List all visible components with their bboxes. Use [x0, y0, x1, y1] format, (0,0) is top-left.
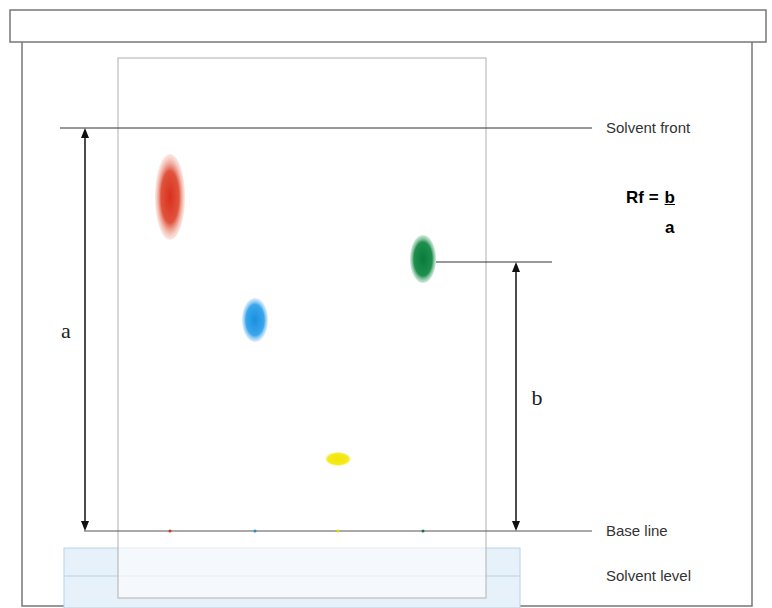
red-spot	[155, 154, 185, 240]
origin-dot	[169, 530, 172, 533]
formula-numerator: b	[665, 189, 675, 208]
yellow-spot	[325, 452, 351, 466]
line-label: Solvent front	[606, 120, 690, 137]
origin-dot	[254, 530, 257, 533]
origin-dot	[337, 530, 340, 533]
blue-spot	[242, 298, 268, 342]
base-line	[84, 531, 592, 532]
line-label: Base line	[606, 523, 668, 540]
tank-lid	[10, 10, 766, 42]
tank-wall	[22, 42, 752, 606]
origin-dot	[422, 530, 425, 533]
solvent-front-line	[60, 128, 592, 129]
dimension-arrow-a	[84, 133, 86, 526]
dimension-label: a	[59, 319, 73, 343]
leader-line	[436, 262, 552, 263]
dimension-arrow-b	[515, 267, 517, 526]
formula-label: Rf =	[626, 189, 659, 208]
chromatography-paper	[118, 58, 486, 598]
formula-denominator: a	[665, 219, 674, 238]
dimension-label: b	[530, 386, 545, 410]
line-label: Solvent level	[606, 568, 691, 585]
green-spot	[410, 235, 436, 283]
